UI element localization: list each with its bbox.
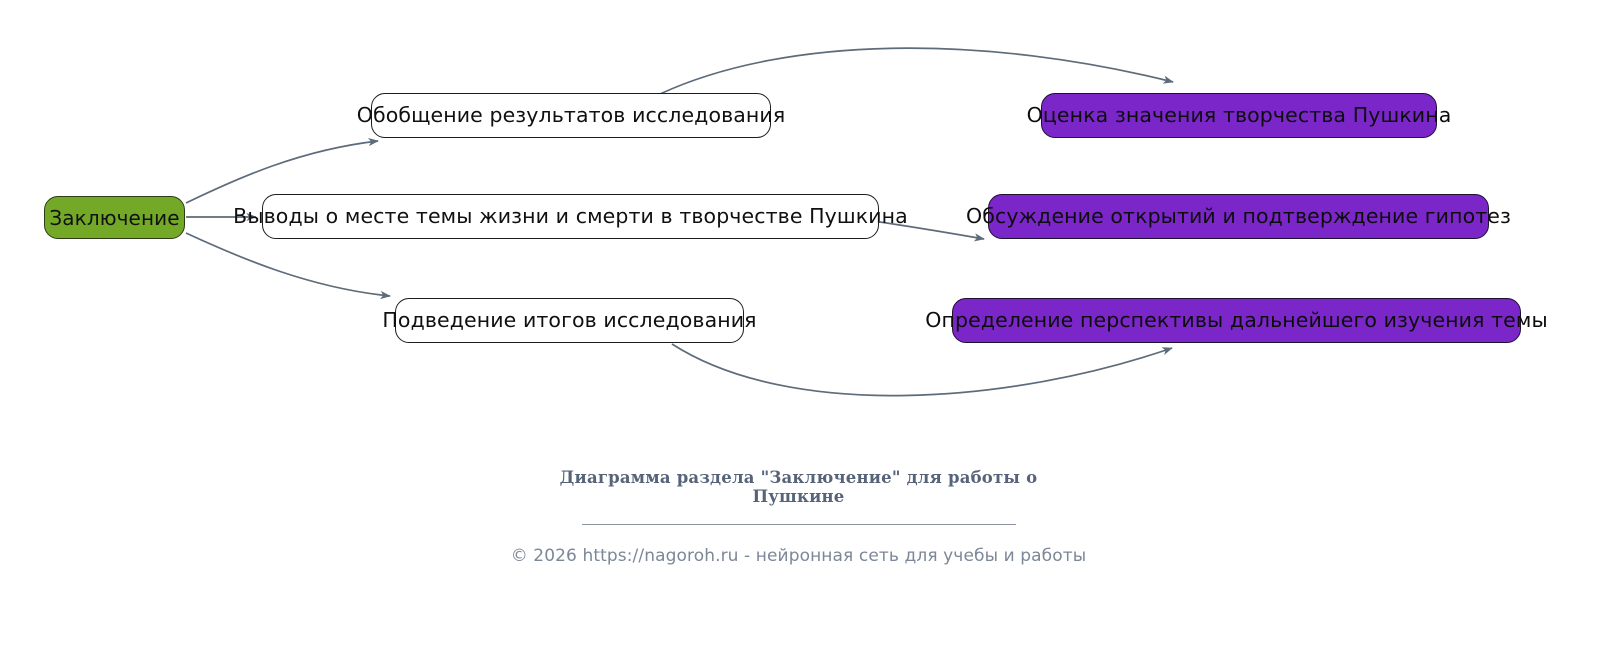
- node-label: Обобщение результатов исследования: [356, 103, 786, 128]
- node-label: Обсуждение открытий и подтверждение гипо…: [966, 204, 1511, 229]
- node-label: Определение перспективы дальнейшего изуч…: [925, 308, 1548, 333]
- node-label: Выводы о месте темы жизни и смерти в тво…: [233, 204, 908, 229]
- footer-text: © 2026 https://nagoroh.ru - нейронная се…: [510, 546, 1087, 566]
- diagram-title-line-2: Пушкине: [752, 487, 845, 506]
- node-outcome-ocenka[interactable]: Оценка значения творчества Пушкина: [1027, 93, 1451, 138]
- node-label: Подведение итогов исследования: [382, 308, 757, 333]
- edge-step-0-to-outcome-0: [659, 47, 1174, 95]
- node-label: Оценка значения творчества Пушкина: [1026, 103, 1452, 128]
- node-outcome-opredelenie[interactable]: Определение перспективы дальнейшего изуч…: [925, 298, 1548, 343]
- node-step-vyvody[interactable]: Выводы о месте темы жизни и смерти в тво…: [233, 194, 908, 239]
- caption-divider: [581, 524, 1016, 525]
- node-step-obobshchenie[interactable]: Обобщение результатов исследования: [357, 93, 785, 138]
- diagram-title-line-1: Диаграмма раздела "Заключение" для работ…: [559, 468, 1038, 487]
- edge-root-to-step-2: [185, 232, 391, 300]
- node-outcome-obsuzhdenie[interactable]: Обсуждение открытий и подтверждение гипо…: [966, 194, 1511, 239]
- diagram-title: Диаграмма раздела "Заключение" для работ…: [549, 468, 1049, 506]
- node-label: Заключение: [49, 205, 180, 230]
- node-root-zaklyuchenie[interactable]: Заключение: [44, 196, 185, 239]
- node-step-podvedenie[interactable]: Подведение итогов исследования: [382, 298, 756, 343]
- caption-block: Диаграмма раздела "Заключение" для работ…: [0, 468, 1597, 566]
- edge-step-2-to-outcome-2: [671, 343, 1173, 397]
